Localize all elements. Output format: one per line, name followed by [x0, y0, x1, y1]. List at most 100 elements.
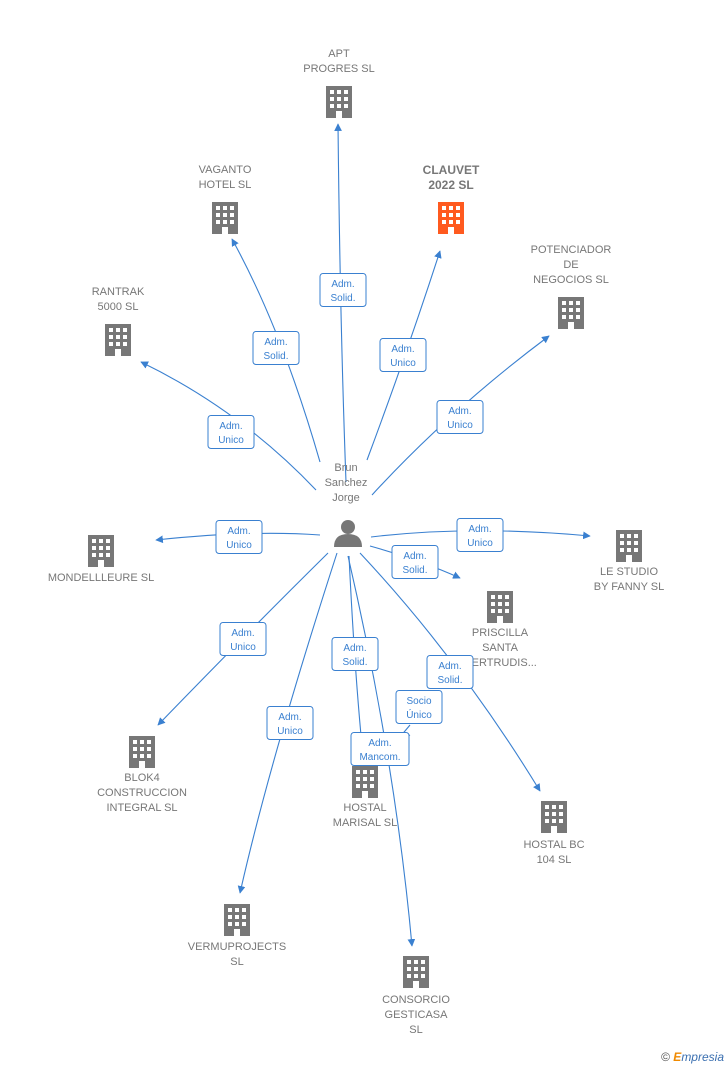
company-label[interactable]: CONSORCIO — [382, 994, 450, 1006]
edge-label-text: Adm. — [403, 551, 426, 562]
building-icon[interactable] — [541, 801, 567, 833]
company-label[interactable]: SL — [409, 1024, 422, 1036]
edge-label-vermuprojects[interactable]: Adm.Unico — [266, 706, 314, 740]
company-node-priscilla[interactable]: PRISCILLA SANTA GERTRUDIS... — [463, 591, 537, 669]
company-label[interactable]: SL — [230, 956, 243, 968]
edge-label-text: Solid. — [402, 565, 427, 576]
edge-label-hostalbc[interactable]: Adm.Solid. — [426, 655, 474, 689]
edge-label-text: Único — [406, 708, 432, 721]
edge-label-box[interactable] — [426, 655, 474, 689]
edge-label-text: Adm. — [468, 524, 491, 535]
edge-label-box[interactable] — [456, 518, 504, 552]
company-label[interactable]: HOSTAL BC — [523, 839, 584, 851]
edge-label-box[interactable] — [319, 273, 367, 307]
building-icon[interactable] — [105, 324, 131, 356]
edge-label-clauvet[interactable]: Adm.Unico — [379, 338, 427, 372]
company-label[interactable]: DE — [563, 259, 578, 271]
company-label[interactable]: PRISCILLA — [472, 627, 529, 639]
building-icon[interactable] — [616, 530, 642, 562]
company-label[interactable]: GERTRUDIS... — [463, 657, 537, 669]
edge-label-box[interactable] — [331, 637, 379, 671]
edge-label-box[interactable] — [391, 545, 439, 579]
company-label[interactable]: APT — [328, 48, 350, 60]
company-node-mondellleure[interactable]: MONDELLLEURE SL — [48, 535, 154, 584]
edge-label-text: Unico — [226, 540, 252, 551]
building-icon[interactable] — [438, 202, 464, 234]
edge-label-potenciador[interactable]: Adm.Unico — [436, 400, 484, 434]
person-label[interactable]: Jorge — [332, 492, 360, 504]
company-label[interactable]: NEGOCIOS SL — [533, 274, 609, 286]
company-node-lestudio[interactable]: LE STUDIO BY FANNY SL — [594, 530, 665, 593]
edge-label-blok4[interactable]: Adm.Unico — [219, 622, 267, 656]
person-label[interactable]: Brun — [334, 462, 357, 474]
edge-label-box[interactable] — [252, 331, 300, 365]
company-node-hostalbc[interactable]: HOSTAL BC 104 SL — [523, 801, 585, 866]
edge-label-box[interactable] — [379, 338, 427, 372]
building-icon[interactable] — [88, 535, 114, 567]
building-icon[interactable] — [212, 202, 238, 234]
building-icon[interactable] — [487, 591, 513, 623]
company-node-hostalmarisal[interactable]: HOSTAL MARISAL SL — [333, 766, 397, 829]
company-node-vaganto[interactable]: VAGANTO HOTEL SL — [199, 164, 252, 234]
company-label[interactable]: VERMUPROJECTS — [188, 941, 286, 953]
company-label[interactable]: 104 SL — [537, 854, 572, 866]
company-label[interactable]: HOTEL SL — [199, 179, 252, 191]
edge-label-box[interactable] — [350, 732, 410, 766]
company-label[interactable]: CLAUVET — [423, 163, 480, 177]
company-label[interactable]: CONSTRUCCION — [97, 787, 187, 799]
person-icon[interactable] — [334, 520, 362, 547]
company-label[interactable]: INTEGRAL SL — [106, 802, 177, 814]
edge-label-hostalmarisal[interactable]: Adm.Mancom. — [350, 732, 410, 766]
company-node-rantrak[interactable]: RANTRAK 5000 SL — [92, 286, 145, 356]
edge-label-box[interactable] — [207, 415, 255, 449]
company-label[interactable]: RANTRAK — [92, 286, 145, 298]
company-node-potenciador[interactable]: POTENCIADOR DE NEGOCIOS SL — [531, 244, 612, 329]
edge-label-box[interactable] — [436, 400, 484, 434]
company-label[interactable]: SANTA — [482, 642, 519, 654]
building-icon[interactable] — [129, 736, 155, 768]
building-icon[interactable] — [224, 904, 250, 936]
edge-label-box[interactable] — [219, 622, 267, 656]
edge-label-priscilla[interactable]: Adm. Solid. — [391, 545, 439, 579]
building-icon[interactable] — [326, 86, 352, 118]
company-label[interactable]: 2022 SL — [428, 178, 473, 192]
company-label[interactable]: MARISAL SL — [333, 817, 397, 829]
company-label[interactable]: MONDELLLEURE SL — [48, 572, 154, 584]
company-label[interactable]: POTENCIADOR — [531, 244, 612, 256]
edge-label-vaganto[interactable]: Adm.Solid. — [252, 331, 300, 365]
company-node-vermuprojects[interactable]: VERMUPROJECTS SL — [188, 904, 286, 968]
edge-label-text: Adm. — [227, 526, 250, 537]
building-icon[interactable] — [352, 766, 378, 798]
company-label[interactable]: BLOK4 — [124, 772, 159, 784]
edge-label-text: Adm. — [391, 344, 414, 355]
edge-label-text: Socio — [406, 696, 431, 707]
edge-label-rantrak[interactable]: Adm.Unico — [207, 415, 255, 449]
person-label[interactable]: Sanchez — [325, 477, 368, 489]
edge-label-box[interactable] — [266, 706, 314, 740]
edge-label-box[interactable] — [215, 520, 263, 554]
company-label[interactable]: 5000 SL — [98, 301, 139, 313]
edge-label-box[interactable] — [395, 690, 443, 724]
edge-label-hostalmarisal[interactable]: Adm.Solid. — [331, 637, 379, 671]
edge-label-text: Adm. — [368, 738, 391, 749]
company-node-consorcio[interactable]: CONSORCIO GESTICASA SL — [382, 956, 450, 1036]
building-icon[interactable] — [403, 956, 429, 988]
edge-label-lestudio[interactable]: Adm.Unico — [456, 518, 504, 552]
building-icon[interactable] — [558, 297, 584, 329]
edge-label-text: Unico — [277, 726, 303, 737]
company-label[interactable]: GESTICASA — [385, 1009, 449, 1021]
edge-label-mondellleure[interactable]: Adm. Unico — [215, 520, 263, 554]
company-label[interactable]: PROGRES SL — [303, 63, 375, 75]
company-label[interactable]: BY FANNY SL — [594, 581, 665, 593]
edge-label-apt[interactable]: Adm.Solid. — [319, 273, 367, 307]
company-label[interactable]: LE STUDIO — [600, 566, 659, 578]
company-node-apt[interactable]: APT PROGRES SL — [303, 48, 375, 118]
edge-label-text: Adm. — [448, 406, 471, 417]
company-label[interactable]: VAGANTO — [199, 164, 252, 176]
company-label[interactable]: HOSTAL — [343, 802, 386, 814]
